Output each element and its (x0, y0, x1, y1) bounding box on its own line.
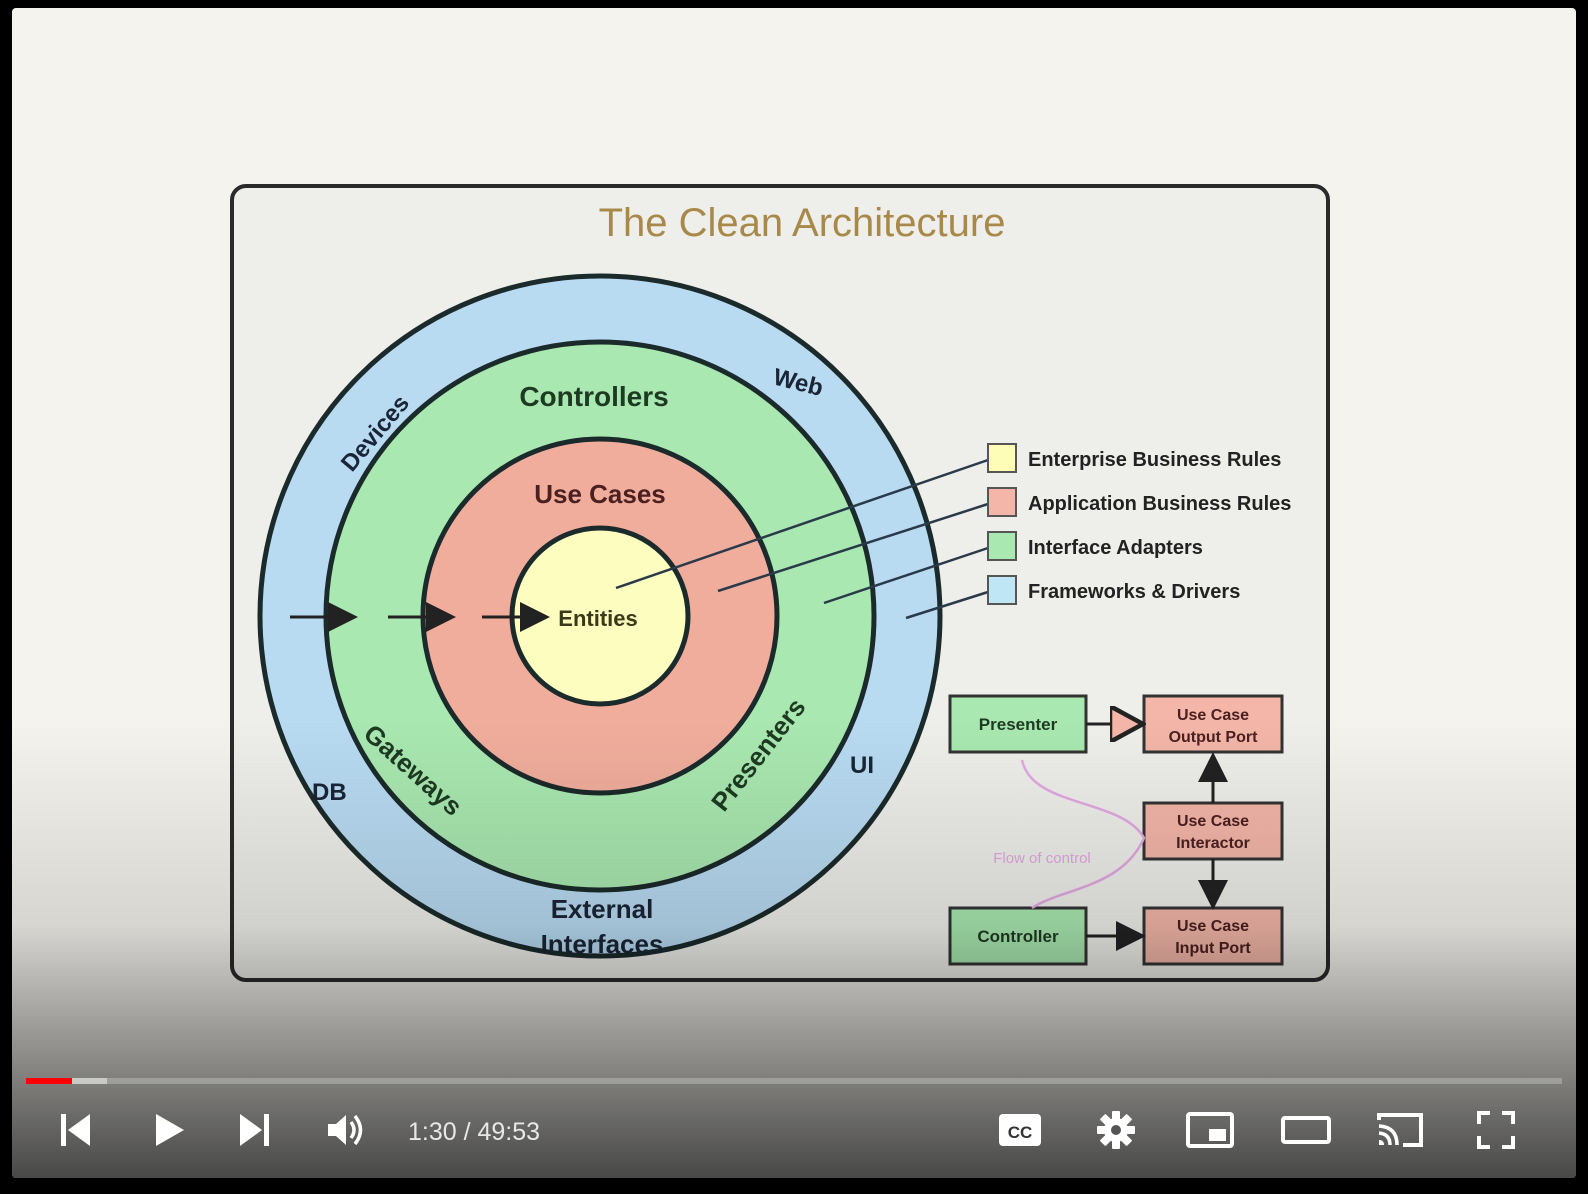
miniplayer-icon (1186, 1112, 1234, 1148)
legend-leader-frameworks (905, 590, 989, 620)
label-entities: Entities (558, 606, 637, 631)
interactor-label-1: Use Case (1177, 813, 1249, 830)
theater-mode-button[interactable] (1278, 1102, 1334, 1158)
label-external: External (551, 894, 654, 924)
legend-leader-enterprise (615, 458, 989, 590)
video-player[interactable]: The Clean Architecture Devices Web UI DB… (12, 8, 1576, 1178)
legend-label-adapters: Interface Adapters (1028, 537, 1203, 559)
label-ui: UI (850, 752, 874, 779)
legend-swatch-application (987, 487, 1017, 517)
fullscreen-button[interactable] (1468, 1102, 1524, 1158)
play-icon (156, 1114, 184, 1146)
legend-swatch-enterprise (987, 443, 1017, 473)
theater-mode-icon (1281, 1116, 1331, 1144)
volume-button[interactable] (318, 1102, 374, 1158)
video-frame[interactable]: The Clean Architecture Devices Web UI DB… (12, 8, 1576, 1178)
skip-previous-icon (61, 1114, 90, 1146)
label-db: DB (312, 779, 347, 806)
label-controllers: Controllers (519, 381, 668, 412)
legend-swatch-frameworks (987, 575, 1017, 605)
progress-bar[interactable] (26, 1078, 1562, 1084)
cast-icon (1377, 1113, 1423, 1147)
svg-text:CC: CC (1008, 1123, 1033, 1142)
settings-button[interactable] (1088, 1102, 1144, 1158)
interactor-label-2: Interactor (1176, 835, 1250, 852)
legend-leader-application (717, 502, 989, 593)
legend-label-frameworks: Frameworks & Drivers (1028, 581, 1240, 603)
previous-button[interactable] (48, 1102, 104, 1158)
legend-label-application: Application Business Rules (1028, 493, 1291, 515)
legend-label-enterprise: Enterprise Business Rules (1028, 449, 1281, 471)
input-port-label-2: Input Port (1175, 940, 1251, 957)
legend-swatch-adapters (987, 531, 1017, 561)
flow-of-control-label: Flow of control (993, 850, 1091, 867)
output-port-label-1: Use Case (1177, 707, 1249, 724)
progress-played (26, 1078, 73, 1084)
time-display: 1:30 / 49:53 (408, 1118, 541, 1146)
output-port-label-2: Output Port (1169, 729, 1259, 746)
gear-icon (1097, 1111, 1135, 1149)
next-button[interactable] (226, 1102, 282, 1158)
captions-button[interactable]: CC (992, 1102, 1048, 1158)
cast-button[interactable] (1372, 1102, 1428, 1158)
play-button[interactable] (140, 1102, 196, 1158)
presenter-label: Presenter (979, 715, 1058, 734)
input-port-label-1: Use Case (1177, 918, 1249, 935)
fullscreen-icon (1477, 1111, 1515, 1149)
label-use-cases: Use Cases (534, 479, 666, 509)
captions-icon: CC (999, 1114, 1041, 1146)
skip-next-icon (240, 1114, 269, 1146)
controller-label: Controller (977, 927, 1059, 946)
label-interfaces: Interfaces (541, 929, 664, 959)
legend: Enterprise Business Rules Application Bu… (987, 443, 1291, 605)
player-controls: 1:30 / 49:53 CC (12, 1094, 1576, 1164)
volume-icon (328, 1114, 363, 1146)
miniplayer-button[interactable] (1182, 1102, 1238, 1158)
slide-title: The Clean Architecture (599, 201, 1006, 245)
legend-leader-adapters (823, 546, 989, 605)
